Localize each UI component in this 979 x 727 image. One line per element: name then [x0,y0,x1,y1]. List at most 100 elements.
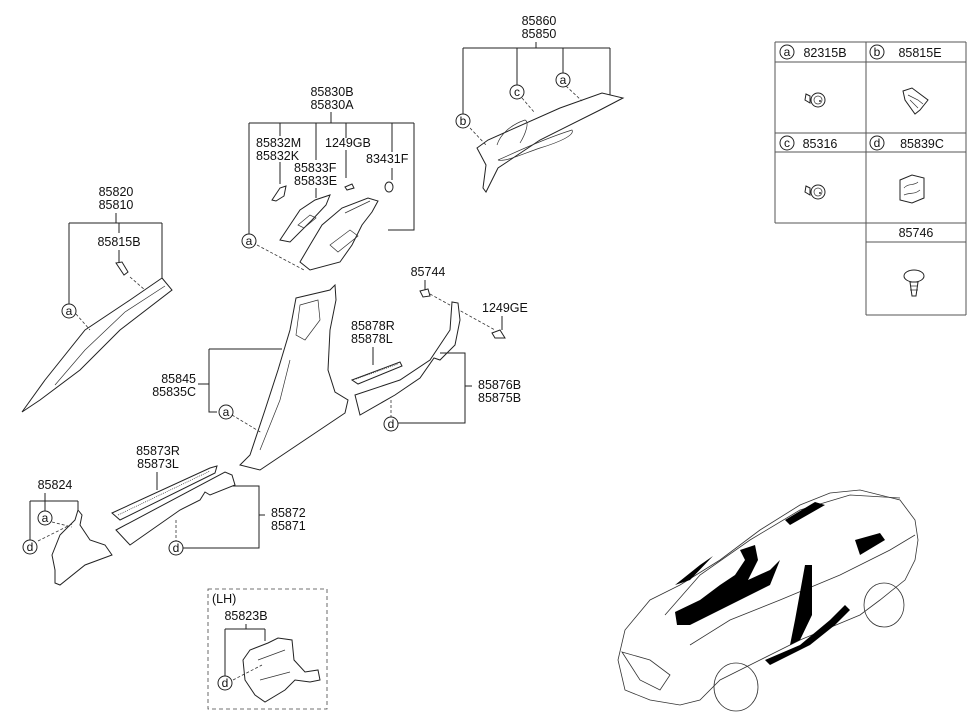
legend-cell-d[interactable]: d 85839C [869,135,944,204]
c-pillar-group: 85860 85850 b c a [455,14,625,193]
part-number-label[interactable]: 85833E [294,174,337,188]
part-number-label[interactable]: 85810 [99,198,134,212]
legend-cell-c[interactable]: c 85316 [779,135,838,200]
callout-d[interactable]: d [22,539,38,555]
svg-text:d: d [388,417,395,431]
callout-d[interactable]: d [168,540,184,556]
part-number-label[interactable]: 85876B [478,378,521,392]
highlight-scuff [765,605,850,665]
a-pillar-trim[interactable] [21,277,173,413]
callout-a[interactable]: a [37,510,53,526]
b-pillar-lower-group: 85845 85835C a [152,283,349,471]
part-number-label[interactable]: 83431F [366,152,409,166]
legend-cell-b[interactable]: b 85815E [869,44,942,115]
svg-text:d: d [173,541,180,555]
part-number-label[interactable]: 1249GE [482,301,528,315]
lh-detail-box [207,588,328,710]
cowl-side-group: 85824 a d [22,478,113,586]
b-pillar-lower-trim[interactable] [239,283,349,471]
part-number-label[interactable]: 85835C [152,385,196,399]
b-pillar-detail [329,200,371,253]
svg-text:a: a [784,45,791,59]
leader-line [248,112,415,235]
rear-scuff-trim[interactable] [354,301,461,416]
svg-text:b: b [874,45,881,59]
c-pillar-detail [496,119,573,161]
part-number-label[interactable]: 85873L [137,457,179,471]
part-number-label[interactable]: 85872 [271,506,306,520]
callout-c[interactable]: c [509,84,525,100]
svg-text:85839C: 85839C [900,137,944,151]
push-pin-clip-icon [804,92,826,108]
front-scuff-group: 85873R 85873L 85872 85871 d [111,444,306,556]
part-number-label[interactable]: 85820 [99,185,134,199]
part-number-label[interactable]: 85823B [224,609,267,623]
callout-a[interactable]: a [241,233,257,249]
part-number-label[interactable]: 85824 [38,478,73,492]
cap-83431F[interactable] [384,181,394,193]
part-number-label[interactable]: 85878R [351,319,395,333]
part-number-label[interactable]: 85875B [478,391,521,405]
callout-d[interactable]: d [217,675,233,691]
svg-text:a: a [42,511,49,525]
leader-line [462,42,611,115]
screw-1249GE[interactable] [491,329,506,339]
a-pillar-detail [54,285,166,386]
part-number-label[interactable]: 85833F [294,161,337,175]
svg-text:c: c [514,85,520,99]
part-number-label[interactable]: 85850 [522,27,557,41]
callout-a[interactable]: a [61,303,77,319]
front-scuff-trim[interactable] [115,471,236,546]
svg-text:d: d [27,540,34,554]
callout-leader [129,276,146,291]
screw-1249GB[interactable] [344,183,355,191]
cover-85833F[interactable] [279,194,331,243]
part-number-label[interactable]: 85832K [256,149,300,163]
svg-text:a: a [560,73,567,87]
part-number-label[interactable]: 85830A [310,98,354,112]
svg-text:85815E: 85815E [898,46,941,60]
leader-line [29,493,79,540]
svg-text:85316: 85316 [803,137,838,151]
callout-leader [521,97,535,113]
callout-d[interactable]: d [383,416,399,432]
callout-leader [232,664,263,681]
push-pin-clip-icon [804,184,826,200]
part-number-label[interactable]: 85878L [351,332,393,346]
front-wheel [713,662,759,712]
legend-cell-a[interactable]: a 82315B [779,44,847,108]
svg-text:d: d [874,136,881,150]
tree-fastener-icon [903,269,925,297]
fastener-legend-table: a 82315B b 85815E c 85316 d 85839C [774,41,967,316]
part-number-label[interactable]: 85744 [411,265,446,279]
callout-b[interactable]: b [455,113,471,129]
part-number-label[interactable]: 85845 [161,372,196,386]
c-pillar-trim[interactable] [476,92,625,193]
cowl-side-lh-group: (LH) 85823B d [207,588,328,710]
rear-wheel [863,582,905,628]
part-number-label[interactable]: 85830B [310,85,353,99]
car-body-outline [617,489,919,706]
callout-leader [429,293,496,331]
callout-a[interactable]: a [555,72,571,88]
callout-a[interactable]: a [218,404,234,420]
scuff-plate-85878R[interactable] [350,361,403,385]
scuff-plate-ribs [117,470,211,516]
callout-leader [51,521,73,528]
part-number-label[interactable]: 85815B [97,235,140,249]
clip-85832M[interactable] [271,185,287,202]
legend-cell-85746[interactable]: 85746 [899,226,934,297]
part-number-label[interactable]: 1249GB [325,136,371,150]
clip-85744[interactable] [419,288,431,298]
part-number-label[interactable]: 85871 [271,519,306,533]
b-pillar-upper-trim[interactable] [299,197,379,271]
part-number-label[interactable]: 85860 [522,14,557,28]
car-grille [621,651,671,691]
cowl-side-trim[interactable] [51,508,113,586]
part-number-label[interactable]: 85873R [136,444,180,458]
part-number-label[interactable]: 85832M [256,136,301,150]
scuff-plate-85873R[interactable] [111,465,218,521]
cowl-side-lh-trim[interactable] [242,637,321,703]
clip-85815B[interactable] [115,261,129,276]
